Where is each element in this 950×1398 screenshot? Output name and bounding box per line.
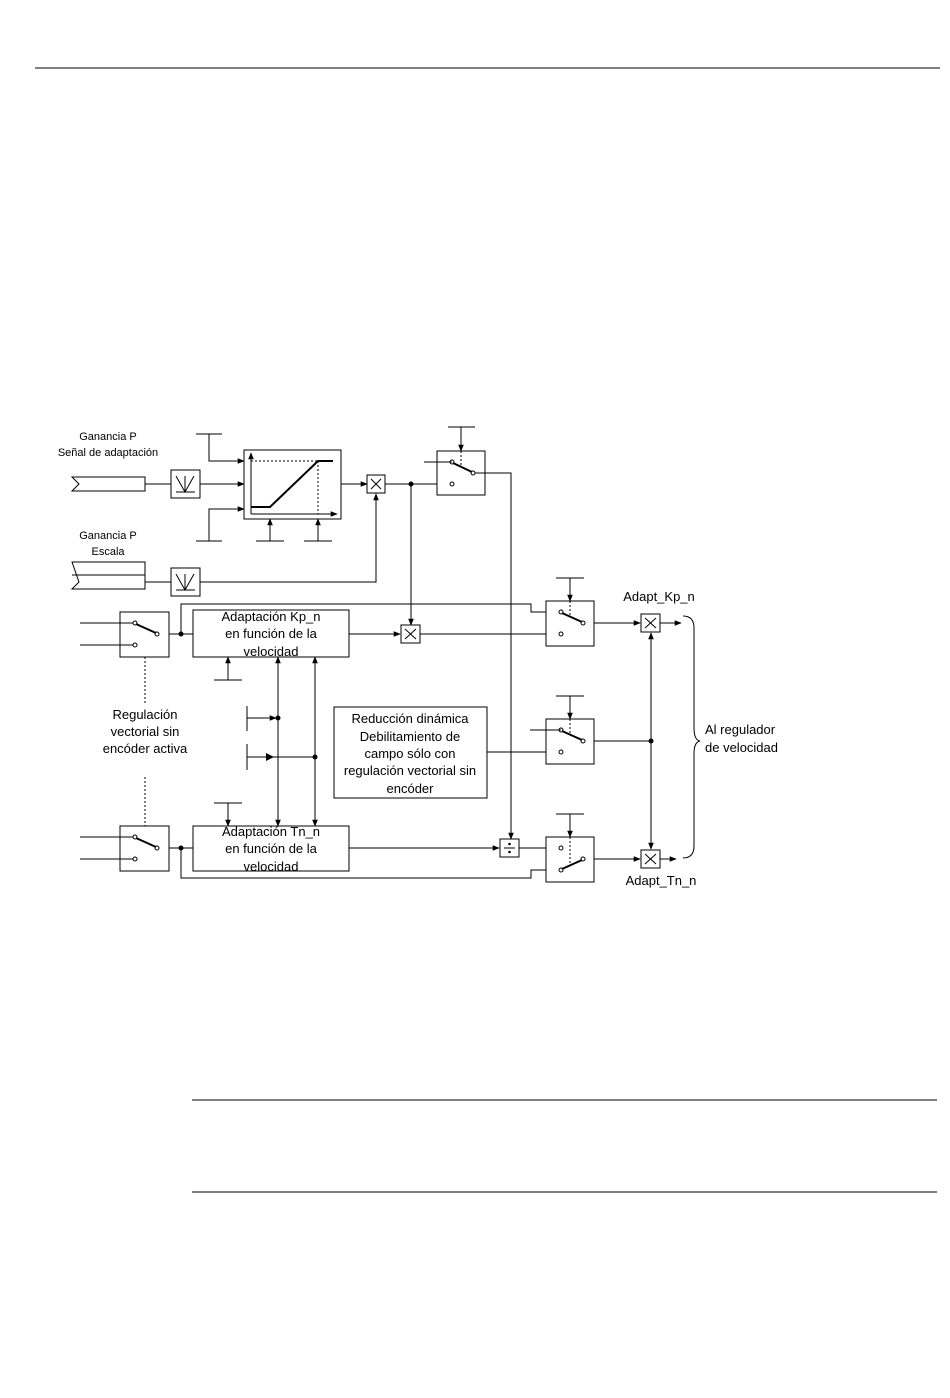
dynamic-reduction-block xyxy=(333,706,488,799)
gain-p-signal-label-2: Señal de adaptación xyxy=(58,447,158,459)
gain-p-scale-label-1: Ganancia P xyxy=(79,530,136,542)
brace-icon xyxy=(682,615,701,859)
adapt-kp-text-1: Adaptación Kp_n xyxy=(221,609,320,624)
adapt-tn-text-1: Adaptación Tn_n xyxy=(222,824,320,839)
divide-icon xyxy=(499,838,520,858)
adapt-kp-output-label: Adapt_Kp_n xyxy=(623,589,695,604)
switch-icon xyxy=(119,825,170,872)
adapt-kp-text-2: en función de la xyxy=(225,626,318,641)
multiply-icon xyxy=(640,613,661,633)
adapt-tn-output-label: Adapt_Tn_n xyxy=(626,873,697,888)
dynamic-text-2: Debilitamiento de xyxy=(360,729,460,744)
sensorless-label-2: vectorial sin xyxy=(111,724,180,739)
switch-icon xyxy=(545,836,595,883)
dynamic-text-1: Reducción dinámica xyxy=(351,711,469,726)
characteristic-curve-block xyxy=(243,449,342,520)
dynamic-text-5: encóder xyxy=(387,781,435,796)
switch-icon xyxy=(119,611,170,658)
gain-p-scale-connector xyxy=(70,561,146,590)
multiply-icon xyxy=(640,849,661,869)
switch-icon xyxy=(545,600,595,647)
sensorless-label-3: encóder activa xyxy=(103,741,188,756)
adapt-tn-text-3: velocidad xyxy=(244,859,299,874)
gain-p-scale-label-2: Escala xyxy=(91,546,125,558)
multiply-icon xyxy=(366,474,386,494)
sensorless-label-1: Regulación xyxy=(112,707,177,722)
speed-controller-label-2: de velocidad xyxy=(705,740,778,755)
dynamic-text-3: campo sólo con xyxy=(364,746,455,761)
gain-p-signal-label-1: Ganancia P xyxy=(79,431,136,443)
filter-icon xyxy=(170,469,201,499)
dynamic-text-4: regulación vectorial sin xyxy=(344,763,476,778)
adapt-kp-block xyxy=(192,609,350,658)
adapt-kp-text-3: velocidad xyxy=(244,644,299,659)
adapt-tn-text-2: en función de la xyxy=(225,841,318,856)
speed-controller-label-1: Al regulador xyxy=(705,722,776,737)
switch-icon xyxy=(545,718,595,765)
gain-p-signal-connector xyxy=(70,476,146,492)
multiply-icon xyxy=(400,624,421,644)
filter-icon xyxy=(170,567,201,597)
